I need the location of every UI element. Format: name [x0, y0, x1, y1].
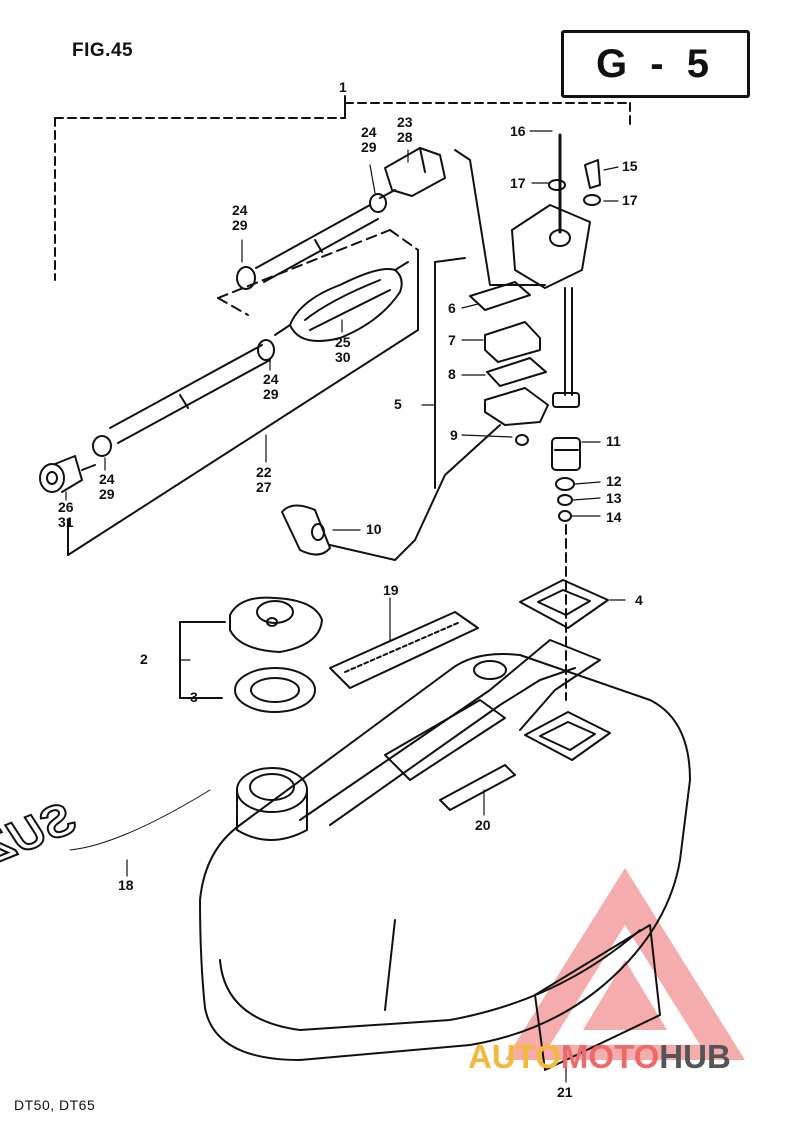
fuel-hose-upper	[236, 193, 387, 290]
fuel-gauge-unit	[511, 133, 601, 408]
section-code-box: G - 5	[561, 30, 750, 98]
callout-18: 18	[118, 877, 134, 893]
figure-title: FIG.45	[72, 40, 134, 61]
connector-bracket	[469, 159, 546, 286]
fuel-filter-parts	[551, 437, 581, 701]
callout-14: 14	[606, 509, 622, 525]
watermark-text: AUTOMOTOHUB	[468, 1038, 731, 1075]
quick-connector-fitting	[39, 455, 96, 493]
model-list: DT50, DT65	[14, 1097, 96, 1113]
callout-10: 10	[366, 521, 382, 537]
callout-11: 11	[606, 433, 621, 449]
gauge-base-gasket	[519, 579, 609, 629]
float-arm-assembly	[281, 424, 501, 561]
hose-group-bracket	[67, 249, 419, 556]
callout-12: 12	[606, 473, 622, 489]
callout-4: 4	[635, 592, 643, 608]
suzuki-logo	[69, 789, 211, 851]
gauge-gasket-stack	[469, 281, 549, 446]
callout-16: 16	[510, 123, 526, 139]
tank-cap	[229, 596, 323, 653]
callout-leaders	[65, 130, 626, 1083]
callout-9: 9	[450, 427, 458, 443]
decal-label	[329, 611, 479, 689]
assembly-bracket	[54, 102, 631, 281]
hose-connector	[379, 147, 446, 199]
fuel-hose-lower	[92, 339, 275, 457]
callout-3: 3	[190, 689, 198, 705]
cap-seal	[234, 667, 316, 713]
callout-17-upper: 17	[510, 175, 526, 191]
callout-15: 15	[622, 158, 638, 174]
callout-21: 21	[557, 1084, 573, 1100]
callout-19: 19	[383, 582, 399, 598]
callout-1: 1	[339, 79, 347, 95]
callout-13: 13	[606, 490, 622, 506]
callout-20: 20	[475, 817, 491, 833]
callout-7: 7	[448, 332, 456, 348]
primer-bulb	[274, 261, 409, 342]
hose-group-outline	[217, 229, 419, 316]
connector-leader	[454, 149, 471, 161]
callout-17-lower: 17	[622, 192, 638, 208]
callout-2: 2	[140, 651, 148, 667]
callout-5: 5	[394, 396, 402, 412]
gauge-bracket-top	[434, 257, 466, 263]
callout-6: 6	[448, 300, 456, 316]
fuel-tank	[199, 639, 691, 1071]
callout-8: 8	[448, 366, 456, 382]
